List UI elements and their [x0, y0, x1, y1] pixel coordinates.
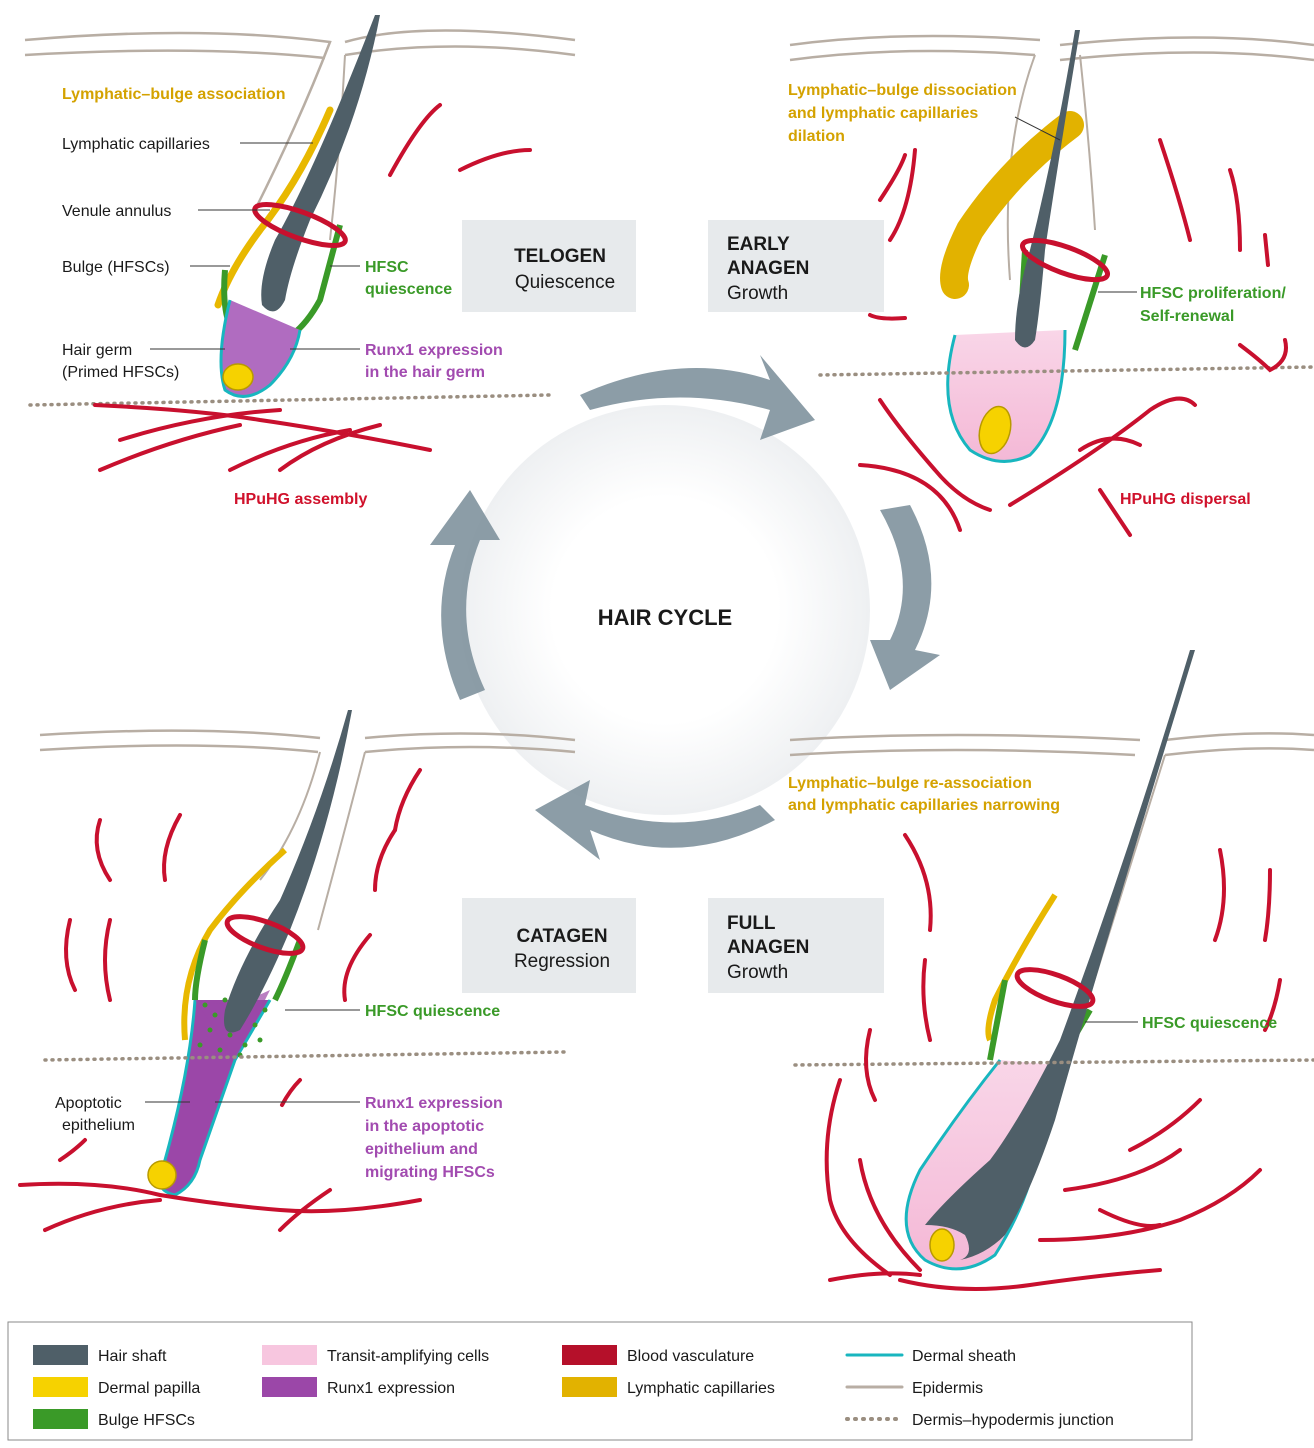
label-full-lymph-2: and lymphatic capillaries narrowing	[788, 797, 1060, 814]
full-anagen-subtitle: Growth	[727, 962, 788, 983]
label-prolif-2: Self-renewal	[1140, 308, 1234, 325]
label-lymph-cap: Lymphatic capillaries	[62, 136, 210, 153]
catagen-title: CATAGEN	[516, 926, 607, 947]
full-anagen-title-2: ANAGEN	[727, 937, 809, 958]
catagen-subtitle: Regression	[514, 951, 610, 972]
legend-item-bulge-hfscs: Bulge HFSCs	[33, 1409, 195, 1429]
label-lymph-assoc: Lymphatic–bulge association	[62, 86, 285, 103]
legend-item-hair-shaft: Hair shaft	[33, 1345, 167, 1365]
label-runx1-2: in the hair germ	[365, 364, 485, 381]
label-early-lymph-3: dilation	[788, 128, 845, 145]
legend-swatch	[562, 1377, 617, 1397]
legend-label: Dermis–hypodermis junction	[912, 1412, 1114, 1429]
legend-swatch	[262, 1377, 317, 1397]
label-catagen-runx1-4: migrating HFSCs	[365, 1164, 495, 1181]
arrow-early-to-full-anagen	[870, 505, 940, 690]
legend-swatch	[562, 1345, 617, 1365]
early-anagen-subtitle: Growth	[727, 283, 788, 304]
label-germ-1: Hair germ	[62, 342, 132, 359]
legend-item-dermal-papilla: Dermal papilla	[33, 1377, 200, 1397]
label-catagen-runx1-3: epithelium and	[365, 1141, 478, 1158]
label-hpuhg-assembly: HPuHG assembly	[234, 491, 367, 508]
label-catagen-runx1-2: in the apoptotic	[365, 1118, 484, 1135]
label-catagen-runx1-1: Runx1 expression	[365, 1095, 503, 1112]
label-runx1-1: Runx1 expression	[365, 342, 503, 359]
legend-label: Runx1 expression	[327, 1380, 455, 1397]
label-germ-2: (Primed HFSCs)	[62, 364, 179, 381]
label-hpuhg-dispersal: HPuHG dispersal	[1120, 491, 1251, 508]
hair-cycle-title: HAIR CYCLE	[598, 605, 732, 630]
label-apop-2: epithelium	[62, 1117, 135, 1134]
legend-swatch	[33, 1377, 88, 1397]
telogen-dermal-papilla	[223, 364, 253, 390]
label-apop-1: Apoptotic	[55, 1095, 122, 1112]
label-early-lymph-2: and lymphatic capillaries	[788, 105, 978, 122]
label-hfsc-q-2: quiescence	[365, 281, 452, 298]
early-anagen-title-1: EARLY	[727, 234, 790, 255]
full-anagen-title-1: FULL	[727, 913, 776, 934]
stage-box-catagen: CATAGEN Regression	[462, 898, 636, 993]
legend-swatch	[262, 1345, 317, 1365]
stage-box-full-anagen: FULL ANAGEN Growth	[708, 898, 884, 993]
label-prolif-1: HFSC proliferation/	[1140, 285, 1286, 302]
legend-swatch	[33, 1345, 88, 1365]
early-anagen-title-2: ANAGEN	[727, 258, 809, 279]
legend-label: Blood vasculature	[627, 1348, 754, 1365]
legend-item-transit-amplifying-cells: Transit-amplifying cells	[262, 1345, 489, 1365]
stage-box-telogen: TELOGEN Quiescence	[462, 220, 636, 312]
telogen-subtitle: Quiescence	[515, 272, 615, 293]
legend-swatch	[33, 1409, 88, 1429]
label-venule: Venule annulus	[62, 203, 171, 220]
legend-label: Epidermis	[912, 1380, 983, 1397]
telogen-epidermis	[25, 33, 330, 210]
legend-label: Hair shaft	[98, 1348, 167, 1365]
label-hfsc-q-1: HFSC	[365, 259, 409, 276]
legend-item-lymphatic-capillaries: Lymphatic capillaries	[562, 1377, 775, 1397]
legend-label: Dermal sheath	[912, 1348, 1016, 1365]
legend-label: Dermal papilla	[98, 1380, 200, 1397]
legend-label: Bulge HFSCs	[98, 1412, 195, 1429]
legend-label: Transit-amplifying cells	[327, 1348, 489, 1365]
label-full-hfsc-q: HFSC quiescence	[1142, 1015, 1277, 1032]
label-early-lymph-1: Lymphatic–bulge dissociation	[788, 82, 1017, 99]
catagen-labels: HFSC quiescence Apoptotic epithelium Run…	[55, 1003, 503, 1181]
legend-item-runx1-expression: Runx1 expression	[262, 1377, 455, 1397]
label-catagen-hfsc-q: HFSC quiescence	[365, 1003, 500, 1020]
stage-box-early-anagen: EARLY ANAGEN Growth	[708, 220, 884, 312]
legend-item-blood-vasculature: Blood vasculature	[562, 1345, 754, 1365]
label-bulge: Bulge (HFSCs)	[62, 259, 170, 276]
label-full-lymph-1: Lymphatic–bulge re-association	[788, 775, 1032, 792]
legend-label: Lymphatic capillaries	[627, 1380, 775, 1397]
telogen-title: TELOGEN	[514, 246, 606, 267]
